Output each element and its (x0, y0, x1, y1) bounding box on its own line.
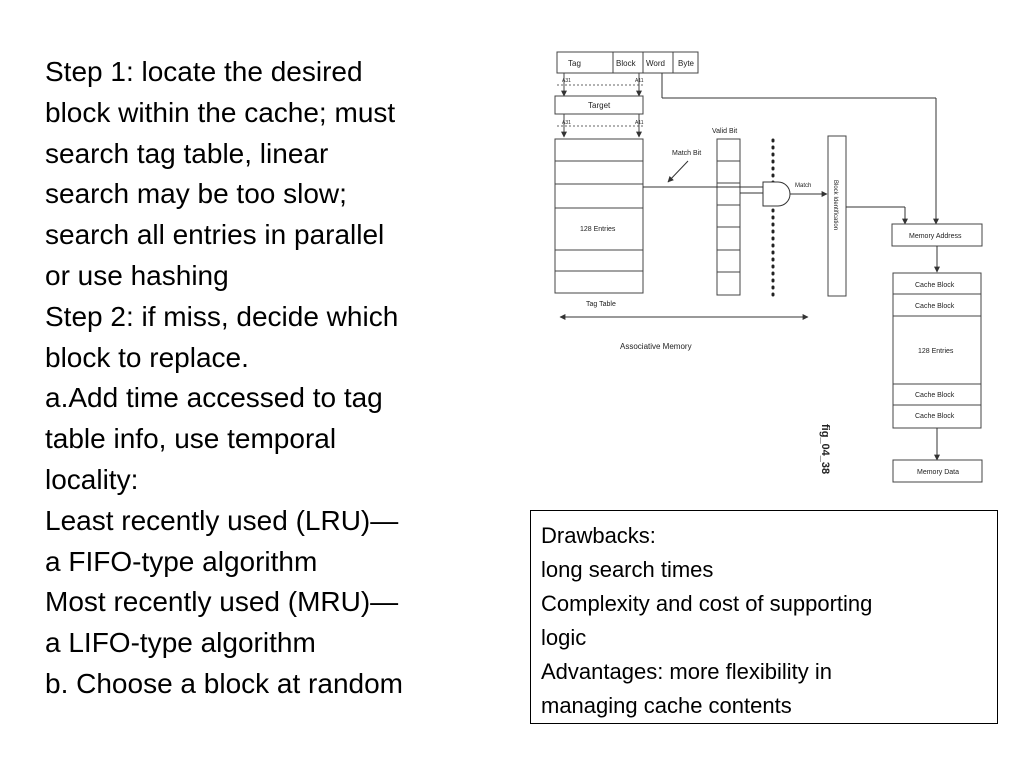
main-text-line: block within the cache; must (45, 96, 396, 128)
drawbacks-box: Drawbacks: long search times Complexity … (530, 510, 998, 724)
main-text-line: or use hashing (45, 259, 229, 291)
main-text-line: search may be too slow; (45, 178, 347, 210)
figure-svg: Tag Block Word Byte A31 A11 Target A31 A… (554, 51, 983, 483)
memory-data-box: Memory Data (892, 459, 983, 483)
cache-block-label: Cache Block (915, 303, 955, 310)
associative-memory-figure: Tag Block Word Byte A31 A11 Target A31 A… (540, 40, 1010, 490)
cache-entries-label: 128 Entries (918, 348, 954, 355)
drawbacks-line: Complexity and cost of supporting (541, 591, 873, 616)
main-text-line: Least recently used (LRU)— (45, 504, 399, 536)
valid-bit-label: Valid Bit (712, 128, 737, 135)
main-text-block: Step 1: locate the desired block within … (45, 52, 505, 705)
a31-label: A31 (562, 78, 571, 84)
address-field-block: Block (616, 59, 637, 68)
address-register: Tag Block Word Byte (556, 51, 699, 74)
main-text-line: Step 1: locate the desired (45, 56, 363, 87)
associative-memory-label: Associative Memory (620, 342, 692, 351)
cache-block-label: Cache Block (915, 413, 955, 420)
drawbacks-line: Advantages: more flexibility in (541, 659, 833, 684)
main-text-line: a.Add time accessed to tag (45, 382, 383, 414)
drawbacks-line: long search times (541, 557, 714, 582)
address-field-byte: Byte (678, 59, 695, 68)
memory-address-label: Memory Address (909, 233, 962, 240)
match-label: Match (795, 183, 811, 189)
target-register: Target (554, 95, 644, 115)
a31-label-2: A31 (562, 120, 571, 126)
and-gate (762, 181, 791, 207)
tag-table: 128 Entries (554, 138, 644, 294)
memory-data-label: Memory Data (917, 469, 959, 476)
main-text-line: block to replace. (45, 341, 249, 373)
address-field-tag: Tag (568, 59, 581, 68)
main-text-line: b. Choose a block at random (45, 667, 403, 699)
match-bit-label: Match Bit (672, 150, 701, 157)
tag-table-label: Tag Table (586, 301, 616, 308)
cache-block-label: Cache Block (915, 282, 955, 289)
drawbacks-line: managing cache contents (541, 693, 792, 718)
valid-bit-column (716, 138, 741, 296)
drawbacks-line: Drawbacks: (541, 523, 656, 548)
cache-block-label: Cache Block (915, 392, 955, 399)
main-text-line: search tag table, linear (45, 137, 329, 169)
main-text-line: a LIFO-type algorithm (45, 627, 316, 659)
main-text-line: locality: (45, 463, 139, 495)
main-text-line: Most recently used (MRU)— (45, 586, 399, 618)
block-identification-label: Block Identification (832, 180, 838, 230)
figure-id-label: fig_04_38 (819, 424, 831, 474)
tag-entries-label: 128 Entries (580, 226, 616, 233)
main-text-line: a FIFO-type algorithm (45, 545, 318, 577)
target-label: Target (588, 101, 611, 110)
main-text-line: search all entries in parallel (45, 219, 385, 251)
main-text-line: table info, use temporal (45, 423, 337, 455)
block-identification: Block Identification (827, 135, 847, 297)
memory-address-box: Memory Address (891, 223, 983, 247)
drawbacks-line: logic (541, 625, 587, 650)
main-text-line: Step 2: if miss, decide which (45, 300, 399, 332)
cache-block-stack: Cache Block Cache Block 128 Entries Cach… (892, 272, 982, 429)
address-field-word: Word (646, 59, 665, 68)
